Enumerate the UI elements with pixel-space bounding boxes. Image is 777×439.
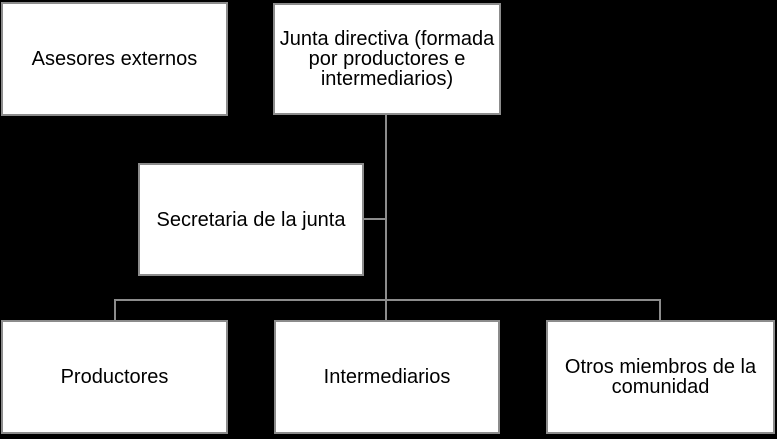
connector-drop-productores: [114, 299, 116, 320]
node-label: Intermediarios: [323, 366, 451, 388]
connector-drop-otros: [659, 299, 661, 320]
connector-junta-vertical: [385, 115, 387, 320]
node-label: Secretaria de la junta: [156, 208, 346, 231]
node-label: Productores: [60, 366, 169, 388]
node-label: Junta directiva (formada por productores…: [279, 28, 495, 90]
node-junta-directiva: Junta directiva (formada por productores…: [273, 3, 501, 115]
node-label: Asesores externos: [31, 48, 198, 70]
node-asesores-externos: Asesores externos: [1, 2, 228, 116]
connector-distribution-horizontal: [114, 299, 661, 301]
node-intermediarios: Intermediarios: [274, 320, 500, 434]
node-secretaria-junta: Secretaria de la junta: [138, 163, 364, 276]
node-label: Otros miembros de la comunidad: [564, 356, 757, 398]
connector-secretaria-horizontal: [362, 218, 386, 220]
node-otros-miembros: Otros miembros de la comunidad: [546, 320, 775, 434]
node-productores: Productores: [1, 320, 228, 434]
